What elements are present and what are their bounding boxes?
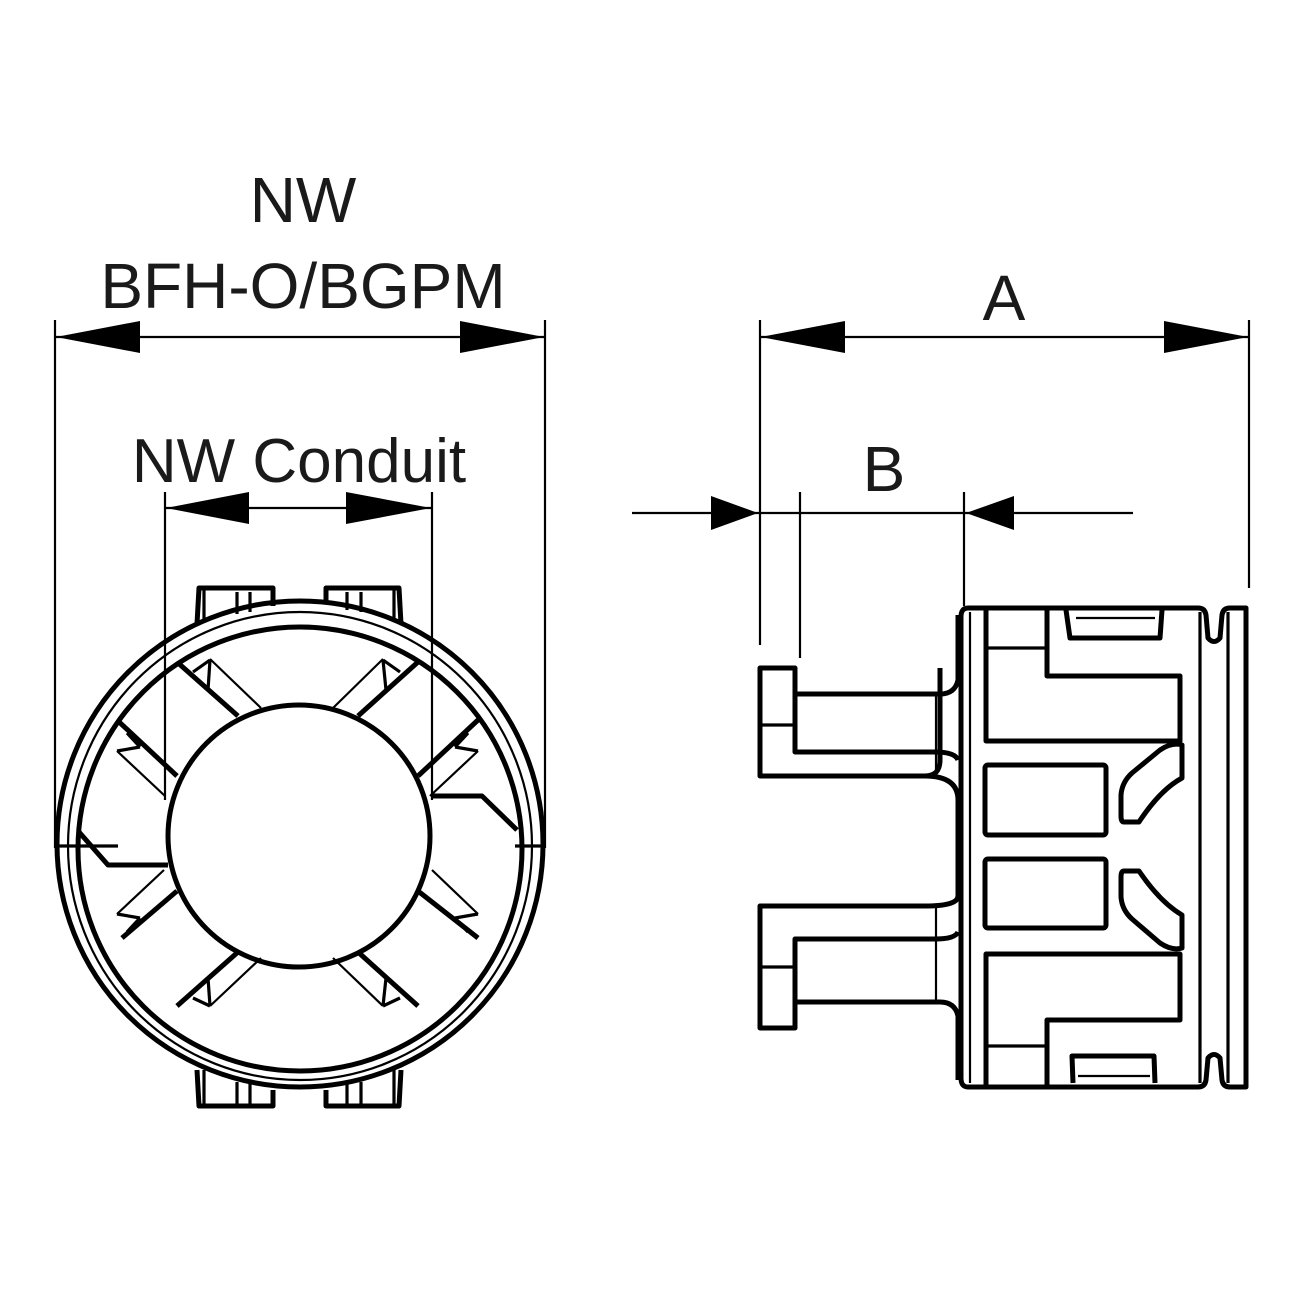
- outer-ring-inner-line: [66, 610, 534, 1082]
- latch-window-top: [1063, 609, 1165, 641]
- dimension-a: A: [758, 262, 1251, 645]
- prong-upper: [757, 615, 961, 779]
- dimension-nw-conduit: NW Conduit: [132, 427, 466, 800]
- prong-lower: [757, 903, 961, 1080]
- dimension-b: B: [632, 433, 1133, 658]
- label-nw-conduit: NW Conduit: [132, 427, 466, 496]
- arrowhead-right: [1164, 321, 1248, 353]
- conduit-bore: [165, 702, 433, 970]
- label-bfh-o-bgpm: BFH-O/BGPM: [100, 250, 505, 322]
- window-upper: [982, 762, 1109, 838]
- dimension-nw-bfh: NW BFH-O/BGPM: [53, 164, 547, 848]
- window-lower: [982, 856, 1109, 931]
- finger-cutout-upper: [1118, 741, 1185, 825]
- side-view: [757, 605, 1249, 1090]
- arrowhead-left: [761, 321, 845, 353]
- arrowhead-right: [346, 492, 431, 524]
- slot-lower: [983, 951, 1183, 1085]
- arrowhead-right-outside: [966, 496, 1014, 530]
- body-outline: [958, 605, 1249, 1090]
- arrowhead-left: [56, 321, 140, 353]
- finger-cutout-lower: [1118, 868, 1185, 952]
- slot-upper: [983, 610, 1183, 744]
- outer-ring: [54, 598, 546, 1090]
- retention-fingers: [77, 658, 519, 1008]
- arrowhead-right: [460, 321, 544, 353]
- label-a: A: [983, 262, 1026, 334]
- label-nw: NW: [250, 164, 357, 236]
- front-view: [54, 585, 546, 1109]
- inner-ring: [75, 624, 525, 1074]
- arrowhead-left-outside: [711, 496, 758, 530]
- latch-window-bottom: [1069, 1053, 1158, 1084]
- top-tabs: [194, 585, 404, 625]
- arrowhead-left: [166, 492, 249, 524]
- bottom-tabs: [194, 1069, 404, 1109]
- label-b: B: [863, 433, 906, 505]
